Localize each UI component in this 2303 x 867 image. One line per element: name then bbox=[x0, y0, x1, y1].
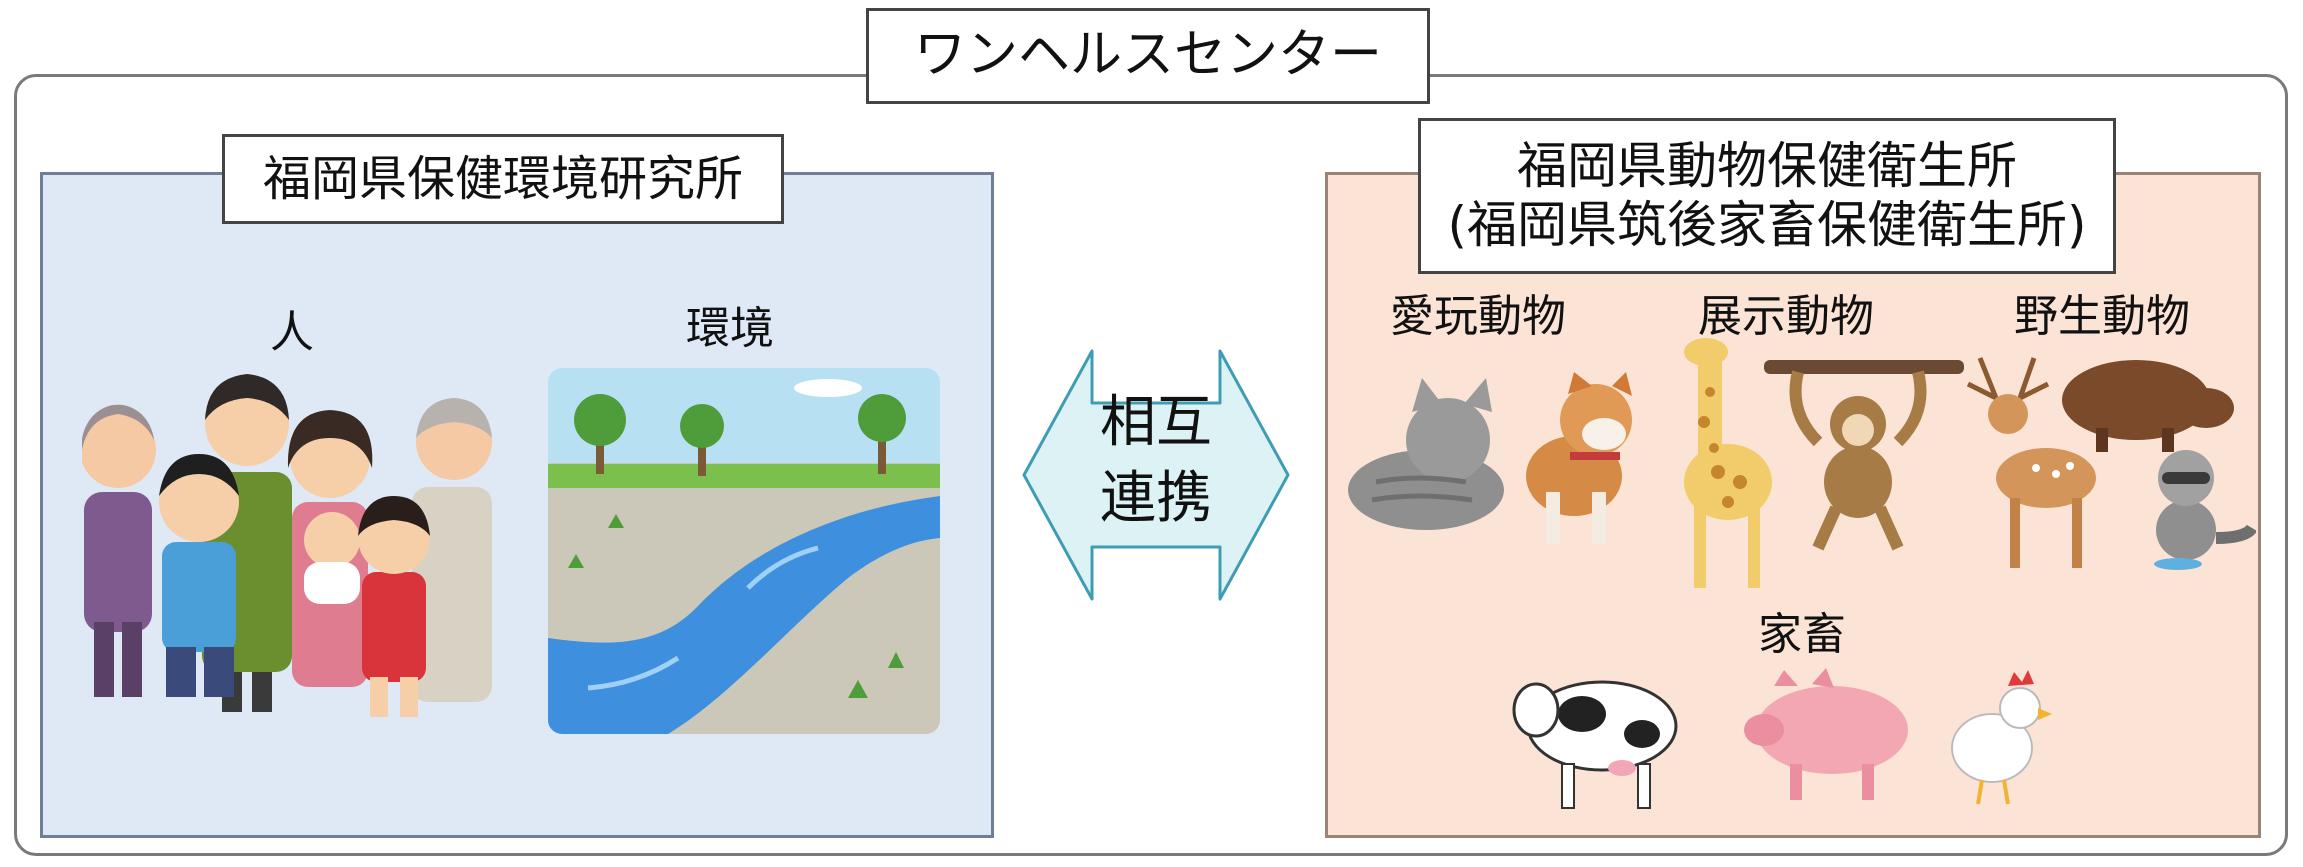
right-panel-title: 福岡県動物保健衛生所 (福岡県筑後家畜保健衛生所) bbox=[1418, 118, 2116, 274]
mutual-cooperation-arrow bbox=[1020, 345, 1292, 605]
label-people: 人 bbox=[270, 307, 314, 358]
arrow-label-line2: 連携 bbox=[1100, 465, 1212, 531]
family-illustration bbox=[82, 372, 492, 722]
label-pets: 愛玩動物 bbox=[1390, 291, 1566, 342]
label-wild-animals: 野生動物 bbox=[2014, 291, 2190, 342]
wild-animals-illustration bbox=[1966, 348, 2256, 578]
right-title-line1: 福岡県動物保健衛生所 bbox=[1517, 137, 2017, 195]
label-environment: 環境 bbox=[686, 303, 774, 354]
livestock-illustration bbox=[1512, 664, 2072, 814]
environment-illustration bbox=[548, 368, 940, 734]
pets-illustration bbox=[1346, 372, 1646, 552]
label-livestock: 家畜 bbox=[1758, 609, 1846, 660]
arrow-label: 相互 連携 bbox=[1020, 385, 1292, 536]
center-title: ワンヘルスセンター bbox=[866, 8, 1430, 104]
arrow-label-line1: 相互 bbox=[1100, 390, 1212, 455]
right-title-line2: (福岡県筑後家畜保健衛生所) bbox=[1447, 196, 2087, 254]
label-zoo-animals: 展示動物 bbox=[1698, 291, 1874, 342]
zoo-animals-illustration bbox=[1668, 332, 1968, 592]
left-panel-title: 福岡県保健環境研究所 bbox=[222, 134, 784, 224]
